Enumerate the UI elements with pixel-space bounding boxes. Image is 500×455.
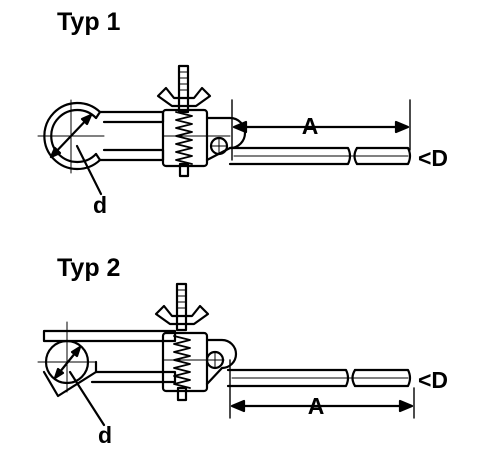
typ2-clamp-drawing	[37, 282, 415, 427]
typ1-arms	[98, 110, 165, 162]
typ1-dimension-a	[231, 99, 411, 161]
typ2-grip-label: d	[98, 422, 112, 448]
typ1-grip-diameter-arrow	[49, 113, 103, 196]
typ2-length-label: A	[308, 393, 325, 419]
typ1-title: Typ 1	[57, 8, 121, 36]
typ2-title: Typ 2	[57, 254, 121, 282]
typ1-screw-spring	[175, 64, 193, 178]
typ1-rod	[228, 146, 412, 166]
typ2-v-jaw	[37, 334, 177, 398]
typ2-rod	[226, 368, 412, 388]
typ2-dimension-a	[229, 359, 415, 419]
typ1-wing-nut	[156, 86, 212, 108]
typ2-pivot	[205, 350, 225, 370]
typ1-diameter-label: <D	[418, 145, 448, 171]
typ2-upper-jaw	[42, 321, 177, 351]
typ1-grip-label: d	[93, 192, 107, 218]
typ1-clamp-drawing	[37, 64, 412, 196]
typ2-grip-diameter-arrow	[53, 345, 106, 427]
typ1-length-label: A	[302, 113, 319, 139]
typ2-wing-nut	[154, 304, 210, 326]
typ2-screw-spring	[173, 282, 191, 402]
typ1-pivot	[209, 136, 229, 156]
typ2-diameter-label: <D	[418, 367, 448, 393]
